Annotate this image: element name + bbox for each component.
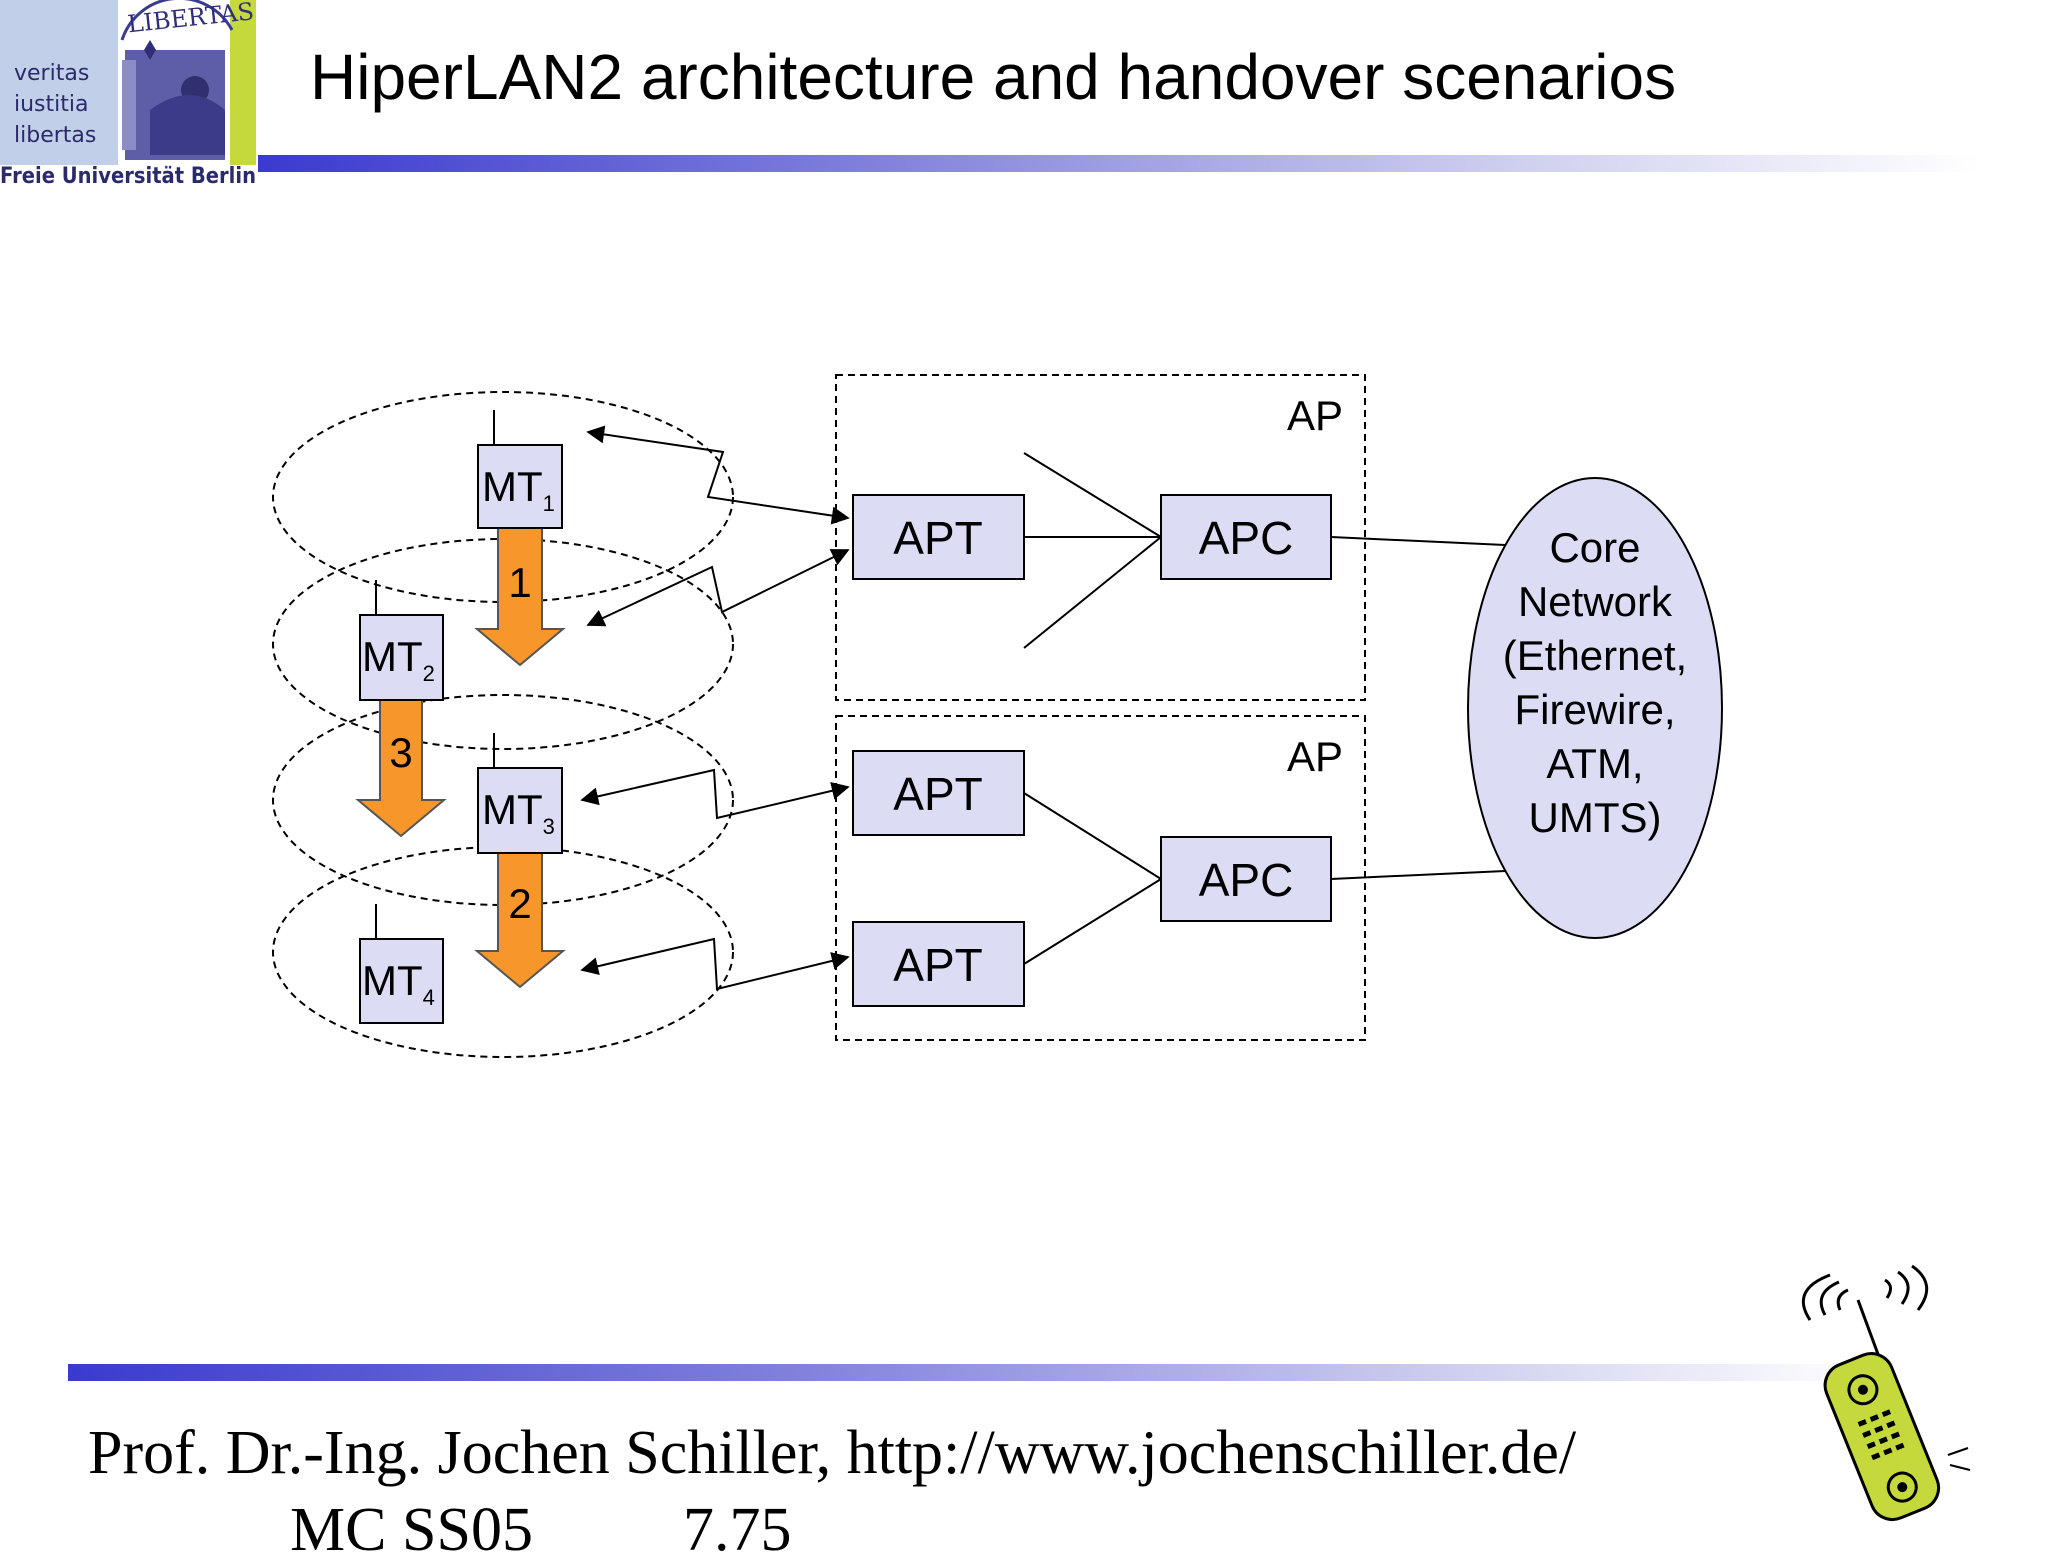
handover-label-3: 3	[389, 729, 412, 776]
mobile-phone-icon	[1801, 1264, 1971, 1522]
radio-link-mt1	[586, 425, 850, 525]
link-apc2-core	[1330, 870, 1506, 880]
mt-box-3	[477, 767, 563, 854]
handover-arrow-1	[474, 526, 566, 667]
apc-label-2: APC	[1199, 854, 1294, 906]
footer-gradient-bar	[68, 1364, 1868, 1381]
apt-label-2: APT	[893, 768, 982, 820]
core-line-2: Network	[1518, 578, 1673, 625]
footer-course: MC SS05 7.75	[290, 1495, 791, 1566]
mt-label-4: MT4	[362, 957, 435, 1010]
mt-box-4	[359, 938, 444, 1024]
header-gradient-bar	[258, 155, 1978, 172]
motto-iustitia: iustitia	[14, 92, 88, 117]
course-code: MC SS05	[290, 1496, 533, 1564]
motto-libertas: libertas	[14, 123, 96, 148]
footer-author: Prof. Dr.-Ing. Jochen Schiller, http://w…	[88, 1419, 1577, 1487]
core-line-3: (Ethernet,	[1503, 632, 1687, 679]
core-line-4: Firewire,	[1514, 686, 1675, 733]
page-number: 7.75	[682, 1496, 792, 1564]
core-line-6: UMTS)	[1529, 794, 1662, 841]
radio-link-cell2	[586, 549, 850, 627]
core-line-1: Core	[1549, 524, 1640, 571]
apt-box-2	[852, 750, 1025, 836]
handover-label-2: 2	[508, 880, 531, 927]
handover-arrow-2	[474, 851, 566, 989]
slide-title: HiperLAN2 architecture and handover scen…	[310, 41, 1677, 113]
radio-link-cell4	[580, 937, 850, 991]
apt-box-3	[852, 921, 1025, 1007]
handover-arrow-3	[355, 699, 447, 838]
apc-box-1	[1160, 494, 1332, 580]
mt-box-1	[477, 444, 563, 529]
ap-label-1: AP	[1287, 392, 1343, 439]
university-name: Freie Universität Berlin	[0, 164, 256, 189]
apc-label-1: APC	[1199, 512, 1294, 564]
mt-label-2: MT2	[362, 633, 435, 686]
core-network	[1467, 477, 1723, 939]
mt-label-1: MT1	[482, 463, 555, 516]
apt-label-1: APT	[893, 512, 982, 564]
radio-link-mt3	[580, 768, 850, 820]
mt-label-3: MT3	[482, 786, 555, 839]
core-line-5: ATM,	[1546, 740, 1643, 787]
mt-box-2	[359, 614, 444, 701]
fu-berlin-logo: LIBERTAS veritas iustitia libertas Freie…	[0, 0, 256, 189]
motto-veritas: veritas	[14, 61, 89, 86]
ap-box-1	[835, 374, 1366, 701]
apt-label-3: APT	[893, 939, 982, 991]
ap-label-2: AP	[1287, 733, 1343, 780]
link-apc1-core	[1330, 536, 1506, 546]
handover-label-1: 1	[508, 559, 531, 606]
